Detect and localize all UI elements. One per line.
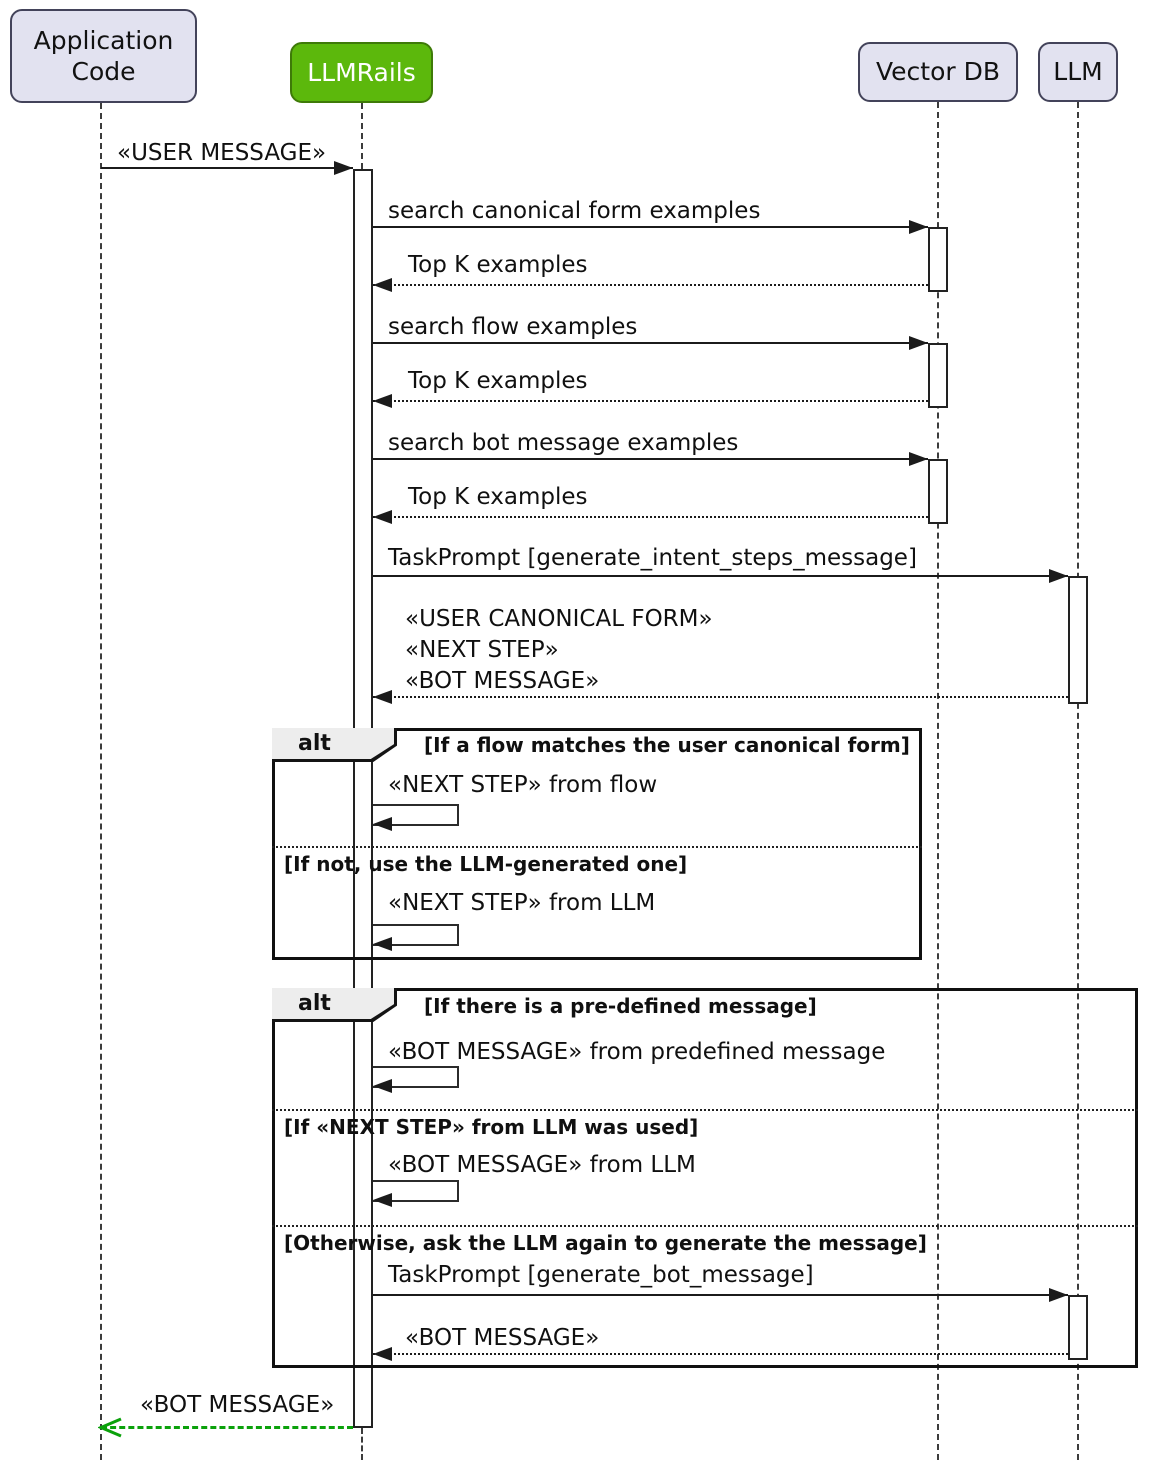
alt2-divider-2 <box>272 1225 1138 1227</box>
alt-frame-next-step <box>272 728 922 960</box>
participant-vector-db-label: Vector DB <box>875 57 1000 87</box>
lifeline-vector-db <box>937 102 939 1460</box>
arrowhead-search-bot <box>909 452 928 466</box>
participant-application-code: Application Code <box>10 9 197 103</box>
intent-reply-line-1: «USER CANONICAL FORM» <box>405 606 713 632</box>
alt2-guard-3: [Otherwise, ask the LLM again to generat… <box>284 1231 927 1255</box>
message-bot-from-predefined: «BOT MESSAGE» from predefined message <box>388 1039 886 1065</box>
arrowhead-next-step-llm <box>373 937 392 951</box>
arrowhead-search-flow <box>909 336 928 350</box>
return-top-k-3 <box>373 516 928 518</box>
arrowhead-user-message <box>334 161 353 175</box>
arrow-task-prompt-intent <box>373 575 1068 577</box>
lifeline-llm <box>1077 102 1079 1460</box>
message-top-k-3: Top K examples <box>408 484 588 510</box>
alt1-operator-pentagon: alt <box>272 728 397 762</box>
message-task-prompt-intent: TaskPrompt [generate_intent_steps_messag… <box>388 545 917 571</box>
activation-llm-2 <box>1068 1295 1088 1360</box>
intent-reply-line-2: «NEXT STEP» <box>405 637 559 663</box>
alt1-guard-1: [If a flow matches the user canonical fo… <box>424 733 910 757</box>
self-arrow-next-step-llm <box>373 924 459 946</box>
arrowhead-task-prompt-intent <box>1049 569 1068 583</box>
arrow-search-bot <box>373 458 928 460</box>
alt1-pentagon-fill <box>272 728 394 759</box>
return-intent-reply <box>373 696 1068 698</box>
message-task-prompt-bot: TaskPrompt [generate_bot_message] <box>388 1262 814 1288</box>
message-user-message: «USER MESSAGE» <box>117 140 327 166</box>
arrowhead-bot-reply <box>373 1347 392 1361</box>
alt2-operator-pentagon: alt <box>272 988 397 1022</box>
arrowhead-top-k-1 <box>373 278 392 292</box>
message-next-step-from-flow: «NEXT STEP» from flow <box>388 772 658 798</box>
participant-llm-label: LLM <box>1053 57 1103 87</box>
alt2-operator-label: alt <box>298 991 331 1016</box>
alt-frame-bot-message <box>272 988 1138 1368</box>
alt2-pentagon-fill <box>272 988 394 1019</box>
lifeline-llmrails-bottom <box>361 1428 363 1460</box>
arrowhead-bot-llm <box>373 1193 392 1207</box>
participant-llmrails-label: LLMRails <box>307 57 416 87</box>
message-intent-reply: «USER CANONICAL FORM» «NEXT STEP» «BOT M… <box>405 604 713 697</box>
participant-llm: LLM <box>1038 42 1118 102</box>
message-top-k-1: Top K examples <box>408 252 588 278</box>
alt2-guard-1: [If there is a pre-defined message] <box>424 994 817 1018</box>
activation-vectordb-2 <box>928 343 948 408</box>
lifeline-llmrails-top <box>361 103 363 169</box>
message-bot-from-llm: «BOT MESSAGE» from LLM <box>388 1152 696 1178</box>
message-bot-reply: «BOT MESSAGE» <box>405 1325 600 1351</box>
arrowhead-bot-predefined <box>373 1079 392 1093</box>
activation-llmrails <box>353 169 373 1428</box>
activation-vectordb-1 <box>928 227 948 292</box>
lifeline-application-code <box>100 103 102 1460</box>
participant-llmrails: LLMRails <box>290 42 433 103</box>
activation-llm-1 <box>1068 576 1088 704</box>
message-final-bot-message: «BOT MESSAGE» <box>140 1392 335 1418</box>
message-top-k-2: Top K examples <box>408 368 588 394</box>
participant-application-code-label: Application Code <box>33 25 174 86</box>
arrow-search-flow <box>373 342 928 344</box>
alt1-guard-2: [If not, use the LLM-generated one] <box>284 852 688 876</box>
arrow-search-canonical <box>373 226 928 228</box>
message-search-canonical: search canonical form examples <box>388 198 761 224</box>
arrow-user-message <box>101 167 353 169</box>
arrowhead-next-step-flow <box>373 817 392 831</box>
self-arrow-bot-llm <box>373 1180 459 1202</box>
activation-vectordb-3 <box>928 459 948 524</box>
message-next-step-from-llm: «NEXT STEP» from LLM <box>388 890 656 916</box>
arrowhead-intent-reply <box>373 690 392 704</box>
message-search-flow: search flow examples <box>388 314 638 340</box>
arrow-task-prompt-bot <box>373 1294 1068 1296</box>
alt2-divider-1 <box>272 1109 1138 1111</box>
return-bot-reply <box>373 1353 1068 1355</box>
return-final-bot-message <box>101 1426 353 1429</box>
arrowhead-search-canonical <box>909 220 928 234</box>
self-arrow-bot-predefined <box>373 1066 459 1088</box>
return-top-k-2 <box>373 400 928 402</box>
intent-reply-line-3: «BOT MESSAGE» <box>405 668 600 694</box>
alt1-operator-label: alt <box>298 731 331 756</box>
alt2-guard-2: [If «NEXT STEP» from LLM was used] <box>284 1115 699 1139</box>
participant-vector-db: Vector DB <box>858 42 1018 102</box>
alt1-divider <box>272 846 922 848</box>
message-search-bot: search bot message examples <box>388 430 739 456</box>
self-arrow-next-step-flow <box>373 804 459 826</box>
arrowhead-top-k-3 <box>373 510 392 524</box>
return-top-k-1 <box>373 284 928 286</box>
arrowhead-task-prompt-bot <box>1049 1288 1068 1302</box>
arrowhead-final-bot-message <box>98 1417 122 1438</box>
arrowhead-top-k-2 <box>373 394 392 408</box>
